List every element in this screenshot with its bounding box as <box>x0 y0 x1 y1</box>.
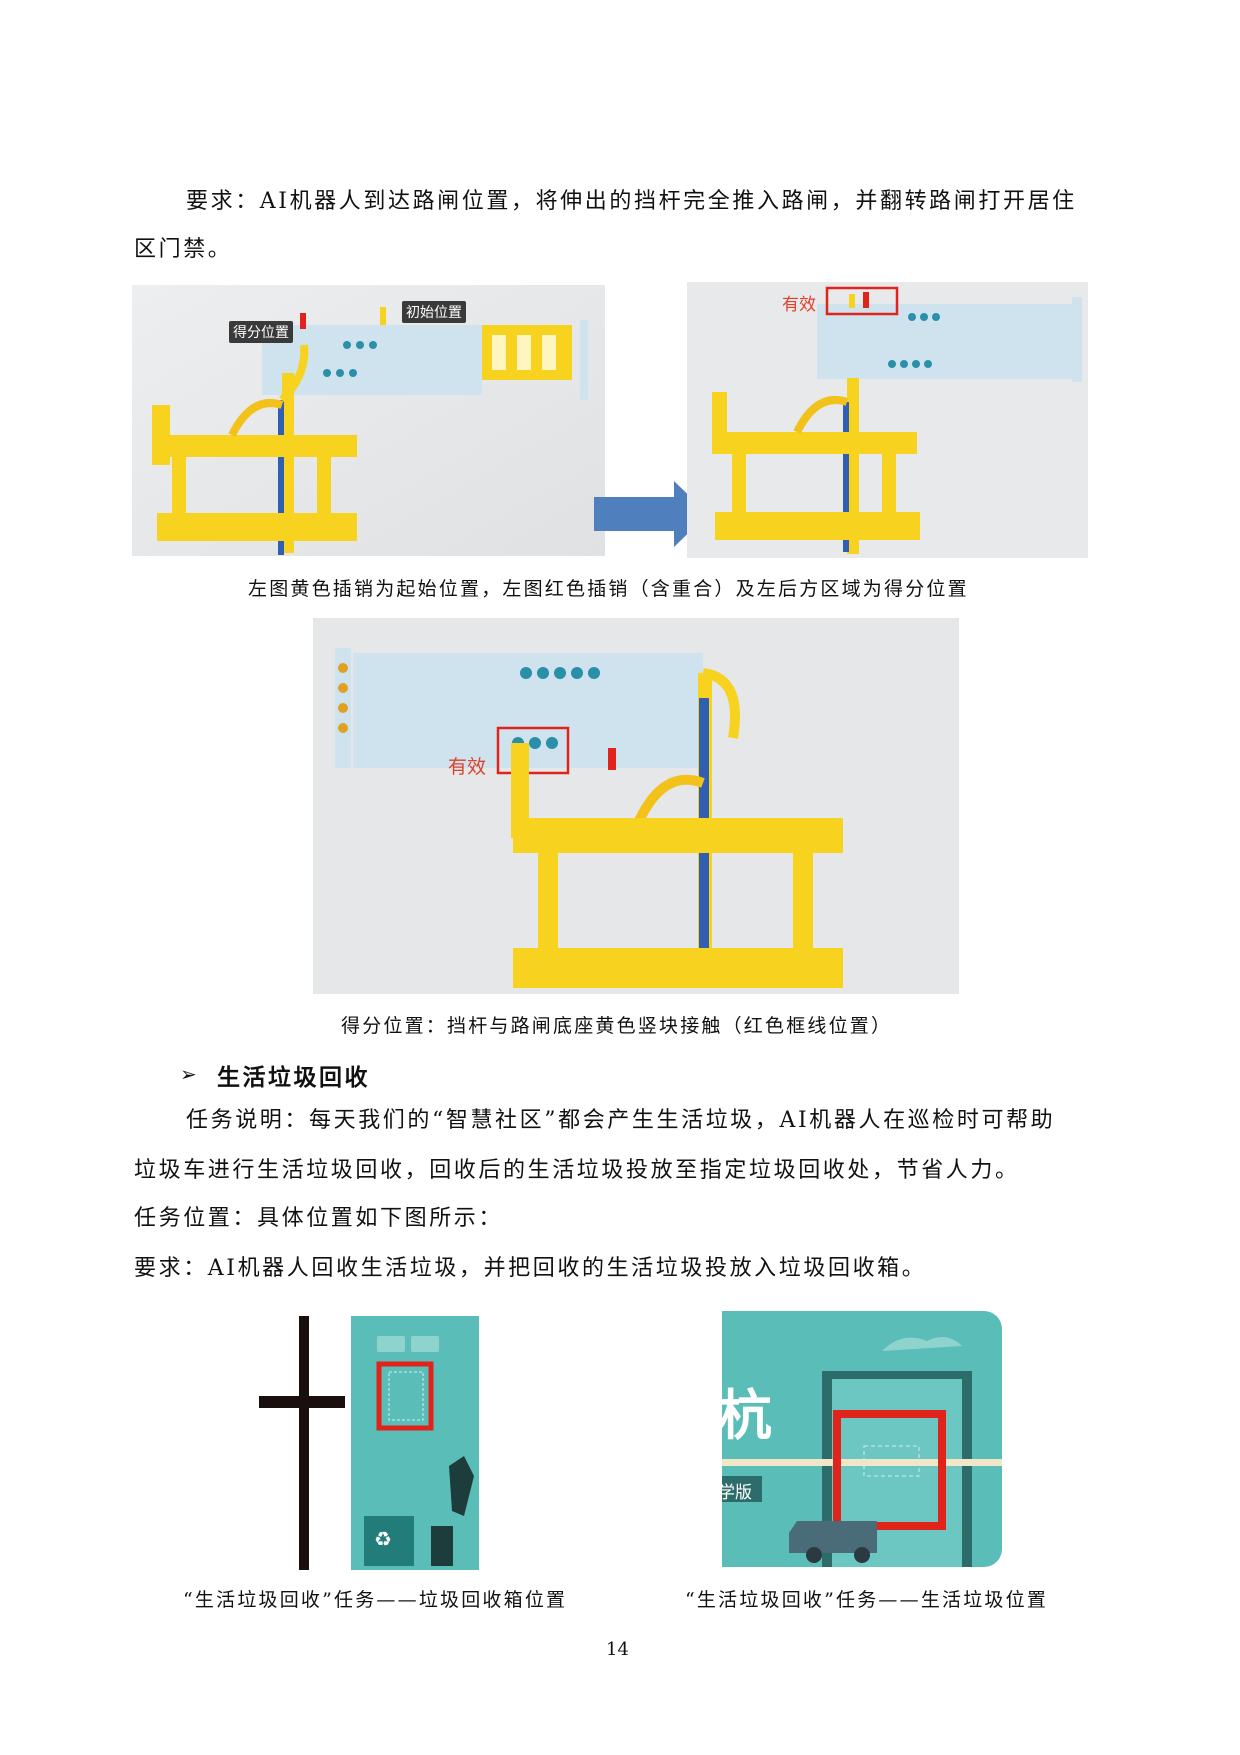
label-valid: 有效 <box>448 756 487 778</box>
location-text: 任务位置：具体位置如下图所示： <box>134 1206 504 1231</box>
requirement-line-2: 区门禁。 <box>134 237 233 262</box>
label-initial-position: 初始位置 <box>402 301 466 323</box>
map-text-fragment: 杭 <box>722 1384 772 1447</box>
figure-caption-1: 左图黄色插销为起始位置，左图红色插销（含重合）及左后方区域为得分位置 <box>248 578 969 600</box>
description-line-2: 垃圾车进行生活垃圾回收，回收后的生活垃圾投放至指定垃圾回收处，节省人力。 <box>134 1158 1020 1183</box>
page-number: 14 <box>606 1639 629 1660</box>
section-heading: 生活垃圾回收 <box>217 1065 370 1091</box>
photo-gate-valid-position: 有效 <box>687 282 1088 558</box>
bullet-arrow-icon: ➢ <box>180 1062 197 1086</box>
label-score-position: 得分位置 <box>229 321 293 343</box>
map-trash-position: 杭 学版 <box>722 1311 1002 1567</box>
arrow-right-icon <box>594 481 708 547</box>
photo-gate-start-position: 得分位置 初始位置 <box>132 285 605 556</box>
svg-text:♻: ♻ <box>374 1527 392 1551</box>
requirement-line-1: 要求：AI机器人到达路闸位置，将伸出的挡杆完全推入路闸，并翻转路闸打开居住 <box>186 189 1077 214</box>
description-line-1: 任务说明：每天我们的“智慧社区”都会产生生活垃圾，AI机器人在巡检时可帮助 <box>186 1108 1056 1133</box>
map-text-fragment: 学版 <box>722 1483 752 1503</box>
requirement-text: 要求：AI机器人回收生活垃圾，并把回收的生活垃圾投放入垃圾回收箱。 <box>134 1256 927 1281</box>
map-recycle-bin-position: ♻ <box>259 1316 479 1570</box>
photo-gate-closeup: 有效 <box>313 618 959 994</box>
figure-caption-left: “生活垃圾回收”任务——垃圾回收箱位置 <box>183 1589 568 1611</box>
figure-caption-right: “生活垃圾回收”任务——生活垃圾位置 <box>685 1589 1049 1611</box>
figure-caption-2: 得分位置：挡杆与路闸底座黄色竖块接触（红色框线位置） <box>341 1015 893 1037</box>
label-valid: 有效 <box>782 295 816 315</box>
